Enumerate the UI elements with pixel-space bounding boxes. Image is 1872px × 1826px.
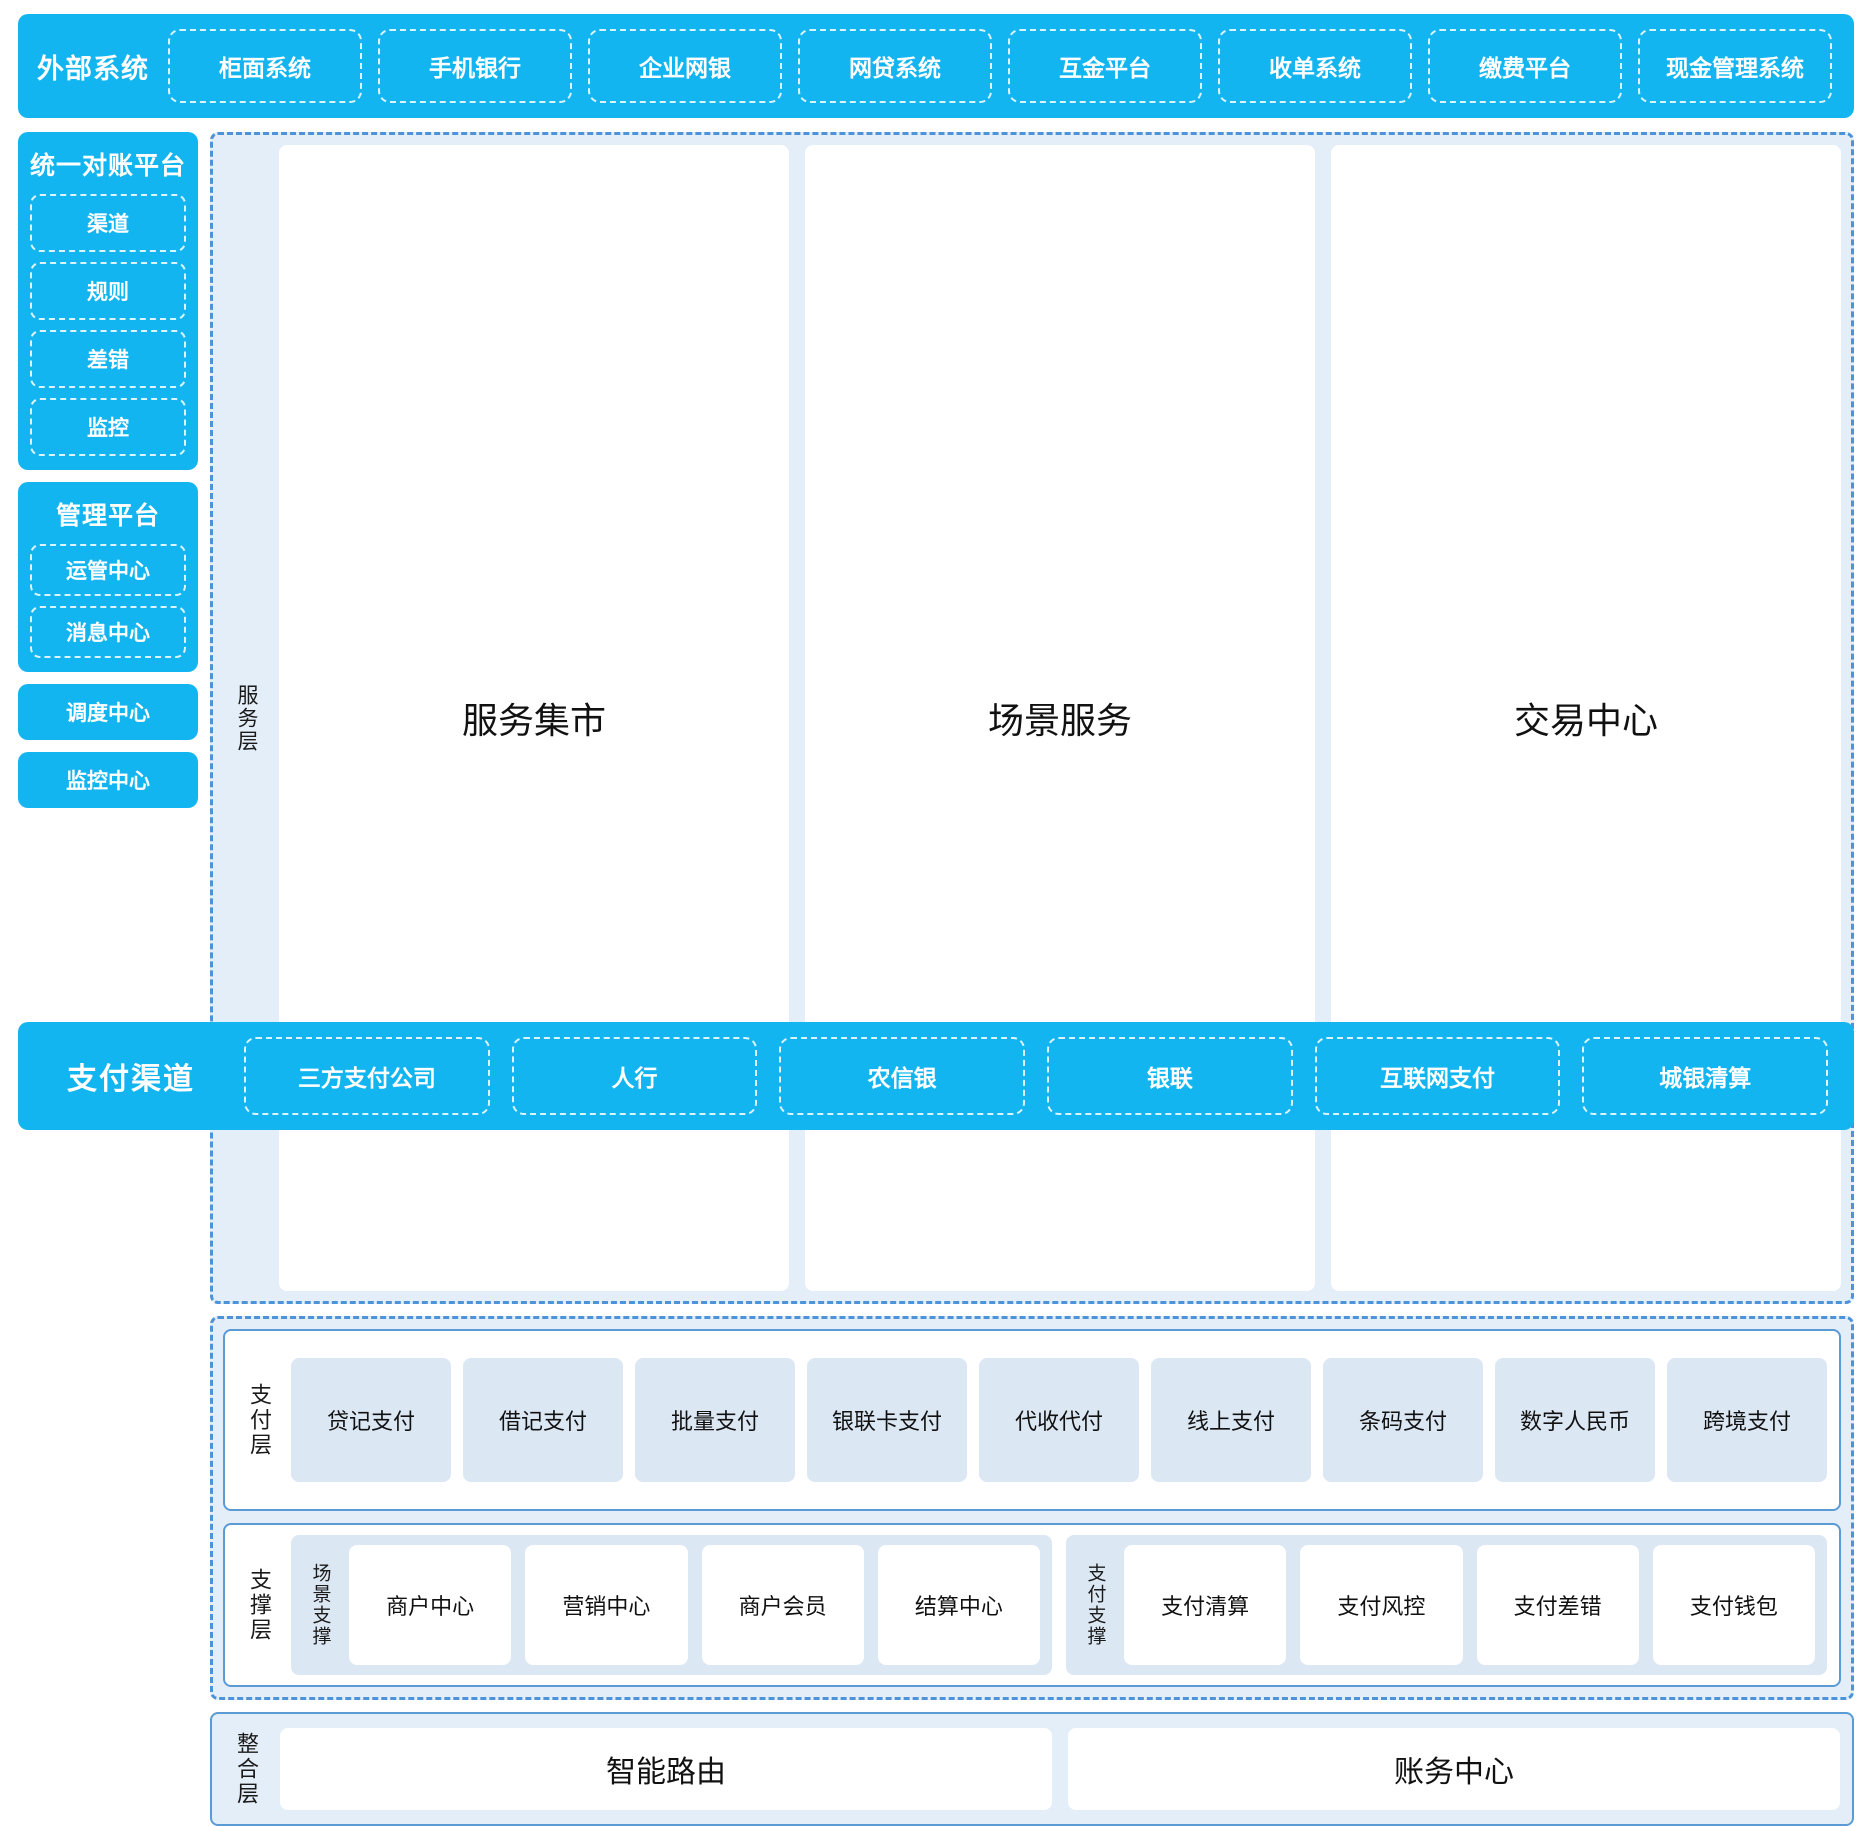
external-system-chip[interactable]: 缴费平台 [1428,29,1622,103]
rail-item-monitor[interactable]: 监控 [30,398,186,456]
support-card-payment-wallet[interactable]: 支付钱包 [1653,1545,1815,1665]
payment-item-collection-payment[interactable]: 代收代付 [979,1358,1139,1482]
payment-support-label: 支付支撑 [1078,1545,1112,1665]
support-layer-label: 支撑层 [237,1568,281,1643]
external-system-chip[interactable]: 现金管理系统 [1638,29,1832,103]
payment-layer-items: 贷记支付 借记支付 批量支付 银联卡支付 代收代付 线上支付 条码支付 数字人民… [291,1358,1827,1482]
external-systems-items: 柜面系统 手机银行 企业网银 网贷系统 互金平台 收单系统 缴费平台 现金管理系… [168,29,1832,103]
support-card-payment-risk[interactable]: 支付风控 [1300,1545,1462,1665]
external-system-chip[interactable]: 互金平台 [1008,29,1202,103]
external-system-chip[interactable]: 手机银行 [378,29,572,103]
support-layer-groups: 场景支撑 商户中心 营销中心 商户会员 结算中心 支付支撑 支付清算 [291,1535,1827,1675]
channel-chip-third-party[interactable]: 三方支付公司 [244,1037,490,1115]
architecture-diagram: 外部系统 柜面系统 手机银行 企业网银 网贷系统 互金平台 收单系统 缴费平台 … [0,0,1872,1146]
support-layer-panel: 支撑层 场景支撑 商户中心 营销中心 商户会员 结算中心 [223,1523,1841,1687]
channel-chip-unionpay[interactable]: 银联 [1047,1037,1293,1115]
payment-support-group: 支付支撑 支付清算 支付风控 支付差错 支付钱包 [1066,1535,1827,1675]
integration-layer-panel: 整合层 智能路由 账务中心 [210,1712,1854,1826]
payment-item-cross-border[interactable]: 跨境支付 [1667,1358,1827,1482]
reconciliation-platform-title: 统一对账平台 [30,142,186,184]
channel-chip-rcbank[interactable]: 农信银 [779,1037,1025,1115]
integration-layer-label: 整合层 [224,1732,268,1807]
middle-region: 统一对账平台 渠道 规则 差错 监控 管理平台 运管中心 消息中心 调度中心 监… [18,132,1854,1006]
channel-chip-city-bank-clearing[interactable]: 城银清算 [1582,1037,1828,1115]
external-system-chip[interactable]: 收单系统 [1218,29,1412,103]
left-rail: 统一对账平台 渠道 规则 差错 监控 管理平台 运管中心 消息中心 调度中心 监… [18,132,198,1006]
integration-layer-items: 智能路由 账务中心 [280,1728,1840,1810]
payment-item-batch[interactable]: 批量支付 [635,1358,795,1482]
integration-item-accounting-center[interactable]: 账务中心 [1068,1728,1840,1810]
support-card-merchant-member[interactable]: 商户会员 [702,1545,864,1665]
support-card-merchant-center[interactable]: 商户中心 [349,1545,511,1665]
payment-item-credit[interactable]: 贷记支付 [291,1358,451,1482]
reconciliation-platform-card: 统一对账平台 渠道 规则 差错 监控 [18,132,198,470]
support-card-payment-error[interactable]: 支付差错 [1477,1545,1639,1665]
monitoring-center-card[interactable]: 监控中心 [18,752,198,808]
layers-stack: 服务层 服务集市 场景服务 交易中心 支付层 贷记支付 借记支付 批量支付 银联… [210,132,1854,1006]
payment-channels-title: 支付渠道 [18,1054,244,1098]
rail-item-message-center[interactable]: 消息中心 [30,606,186,658]
external-systems-title: 外部系统 [18,47,168,86]
support-card-payment-clearing[interactable]: 支付清算 [1124,1545,1286,1665]
integration-item-smart-routing[interactable]: 智能路由 [280,1728,1052,1810]
payment-item-debit[interactable]: 借记支付 [463,1358,623,1482]
scenario-support-cards: 商户中心 营销中心 商户会员 结算中心 [349,1545,1040,1665]
rail-item-error[interactable]: 差错 [30,330,186,388]
channel-chip-pboc[interactable]: 人行 [512,1037,758,1115]
payment-channels-bar: 支付渠道 三方支付公司 人行 农信银 银联 互联网支付 城银清算 [18,1022,1854,1130]
scenario-support-label: 场景支撑 [303,1545,337,1665]
payment-item-online[interactable]: 线上支付 [1151,1358,1311,1482]
support-card-marketing-center[interactable]: 营销中心 [525,1545,687,1665]
scenario-support-group: 场景支撑 商户中心 营销中心 商户会员 结算中心 [291,1535,1052,1675]
external-system-chip[interactable]: 网贷系统 [798,29,992,103]
external-system-chip[interactable]: 企业网银 [588,29,782,103]
rail-item-operations-center[interactable]: 运管中心 [30,544,186,596]
channel-chip-internet-payment[interactable]: 互联网支付 [1315,1037,1561,1115]
management-platform-card: 管理平台 运管中心 消息中心 [18,482,198,672]
payment-layer-panel: 支付层 贷记支付 借记支付 批量支付 银联卡支付 代收代付 线上支付 条码支付 … [223,1329,1841,1511]
scheduling-center-card[interactable]: 调度中心 [18,684,198,740]
external-system-chip[interactable]: 柜面系统 [168,29,362,103]
support-card-settlement-center[interactable]: 结算中心 [878,1545,1040,1665]
rail-item-channel[interactable]: 渠道 [30,194,186,252]
payment-and-support-group: 支付层 贷记支付 借记支付 批量支付 银联卡支付 代收代付 线上支付 条码支付 … [210,1316,1854,1700]
rail-item-rule[interactable]: 规则 [30,262,186,320]
payment-channels-items: 三方支付公司 人行 农信银 银联 互联网支付 城银清算 [244,1037,1828,1115]
external-systems-bar: 外部系统 柜面系统 手机银行 企业网银 网贷系统 互金平台 收单系统 缴费平台 … [18,14,1854,118]
payment-item-digital-rmb[interactable]: 数字人民币 [1495,1358,1655,1482]
management-platform-title: 管理平台 [56,492,160,534]
payment-item-unionpay-card[interactable]: 银联卡支付 [807,1358,967,1482]
payment-layer-label: 支付层 [237,1383,281,1458]
payment-item-barcode[interactable]: 条码支付 [1323,1358,1483,1482]
payment-support-cards: 支付清算 支付风控 支付差错 支付钱包 [1124,1545,1815,1665]
